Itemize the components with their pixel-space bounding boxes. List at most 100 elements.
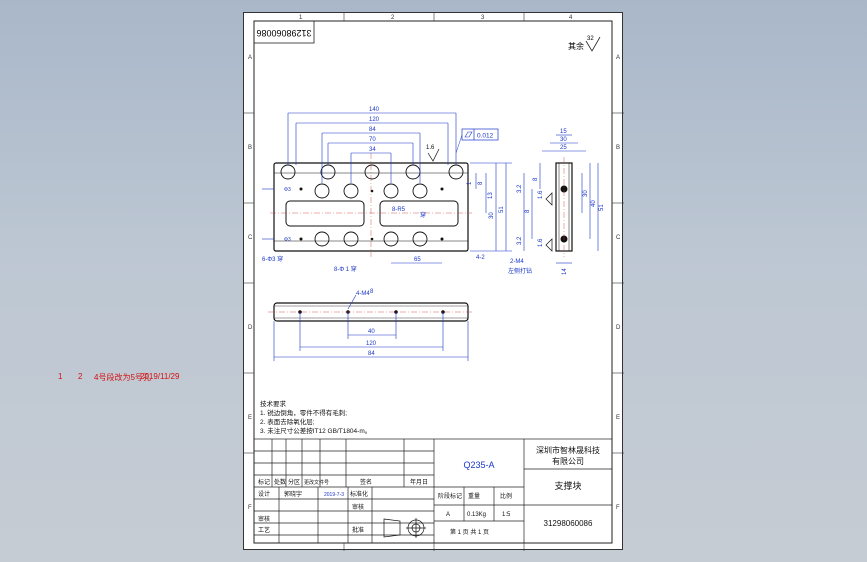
tb-check: 审核 xyxy=(352,503,364,511)
row-label-e-left: E xyxy=(248,415,252,421)
flatness-value: 0.012 xyxy=(477,133,494,140)
side-dim-8: 8 xyxy=(478,181,484,185)
tb-sheet-info: 第 1 页 共 1 页 xyxy=(450,528,489,536)
revision-stamp-1: 1 xyxy=(58,372,63,381)
front-roughness-value: 1.6 xyxy=(426,145,435,151)
front-view-dimensions xyxy=(262,112,512,264)
side-view-dimensions xyxy=(523,134,599,264)
angle-note: 8-Φ 1 穿 xyxy=(334,265,357,273)
dim-84: 84 xyxy=(369,127,376,133)
side-bottom-note2: 左侧打钻 xyxy=(508,267,532,275)
title-block-labels: 标记 处数 分区 更改文件号 签名 年月日 设计 郭晓宇 2019-7-3 标准… xyxy=(258,478,512,536)
flatness-tolerance: 0.012 xyxy=(455,128,499,154)
front-view-centerlines xyxy=(270,153,472,257)
tb-change-doc: 更改文件号 xyxy=(304,479,329,486)
side-dim-top-30: 30 xyxy=(560,137,567,143)
tb-company-line2: 有限公司 xyxy=(552,456,584,466)
rotated-number-box xyxy=(253,20,315,44)
roughness-symbol xyxy=(585,36,601,52)
tb-approve: 批准 xyxy=(352,526,364,534)
tb-review: 审核 xyxy=(258,515,270,523)
row-label-e-right: E xyxy=(616,415,620,421)
side-roughness-2: 1.6 xyxy=(538,238,544,247)
top-view-dim-texts: 4-M4 8 40 120 84 xyxy=(356,289,377,357)
roughness-label: 其余 xyxy=(568,41,584,51)
dim-70: 70 xyxy=(369,137,376,143)
dim-140: 140 xyxy=(369,107,380,113)
col-label-1: 1 xyxy=(299,15,303,21)
row-label-d-left: D xyxy=(248,325,253,331)
tb-company-line1: 深圳市智林晟科技 xyxy=(536,445,600,455)
top-dim-120: 120 xyxy=(366,341,377,347)
tb-weight-value: 0.13Kg xyxy=(467,512,486,518)
tb-zone: 分区 xyxy=(288,478,300,486)
row-label-a-left: A xyxy=(248,55,252,61)
tb-part-name: 支撑块 xyxy=(554,480,581,491)
side-right-dim-51: 51 xyxy=(599,204,605,211)
side-right-dim-40: 40 xyxy=(591,200,597,207)
dim-34: 34 xyxy=(369,147,376,153)
row-label-c-left: C xyxy=(248,235,253,241)
side-left-dim-1: 8 xyxy=(533,177,539,181)
hole-note: 6-Φ3 穿 xyxy=(262,255,283,263)
dim-65: 65 xyxy=(414,257,421,263)
tb-count: 处数 xyxy=(274,478,286,486)
top-view-dimensions xyxy=(273,294,469,361)
tb-material: Q235-A xyxy=(463,460,494,470)
row-label-b-right: B xyxy=(616,145,620,151)
side-bottom-note: 2-M4 xyxy=(510,259,524,265)
side-left-dim-2: 8 xyxy=(525,209,531,213)
tb-stage-value: A xyxy=(446,512,450,518)
col-label-3: 3 xyxy=(481,15,485,21)
tb-standardize: 标准化 xyxy=(350,490,368,498)
side-right-dim-30: 30 xyxy=(583,190,589,197)
slot-note: 8-R5 xyxy=(392,207,406,213)
col-label-4: 4 xyxy=(569,15,573,21)
col-label-2: 2 xyxy=(391,15,395,21)
front-view-small-holes xyxy=(299,187,444,241)
side-view xyxy=(545,162,573,252)
tb-mark: 标记 xyxy=(258,478,270,486)
side-view-dim-texts: 15 30 25 8 8 3.2 3.2 30 40 51 1.6 1.6 2-… xyxy=(508,129,605,275)
side-left-dim-3: 3.2 xyxy=(517,184,523,193)
tech-note-2: 2. 表面去除氧化层; xyxy=(260,417,315,426)
top-dim-small: 8 xyxy=(370,289,374,295)
tb-process: 工艺 xyxy=(258,526,270,534)
tb-scale-value: 1:5 xyxy=(502,512,511,518)
side-dim-top-15: 15 xyxy=(560,129,567,135)
side-dim-13: 13 xyxy=(488,192,494,199)
tb-drawing-number: 31298060086 xyxy=(544,519,593,528)
zone-markers xyxy=(244,13,624,551)
roughness-value: 32 xyxy=(587,36,594,42)
side-dim-1: 1 xyxy=(467,181,473,185)
projection-symbol-icon xyxy=(383,518,426,538)
top-dim-84: 84 xyxy=(368,351,375,357)
hole-mark-upper: Φ3 xyxy=(284,187,291,193)
row-label-f-left: F xyxy=(248,505,252,511)
revision-stamp-3: 4号段改为5号孔 xyxy=(94,373,151,382)
side-dim-top-25: 25 xyxy=(560,145,567,151)
row-label-f-right: F xyxy=(616,505,620,511)
front-view-dim-texts: 140 120 84 70 34 1 8 13 30 51 65 8-R5 穿 … xyxy=(262,107,505,273)
revision-stamp-4: 2019/11/29 xyxy=(140,372,180,381)
hole-mark-lower: Φ3 xyxy=(284,237,291,243)
row-label-d-right: D xyxy=(616,325,621,331)
front-roughness: 1.6 xyxy=(426,145,440,162)
tb-date: 年月日 xyxy=(410,478,428,486)
row-label-a-right: A xyxy=(616,55,620,61)
side-dim-51: 51 xyxy=(499,206,505,213)
side-roughness-1: 1.6 xyxy=(538,190,544,199)
chamfer-note: 4-2 xyxy=(476,255,485,261)
drawing-sheet: A B C D E F A B C D E F 1 2 3 4 31298060… xyxy=(243,12,624,551)
tb-sign: 签名 xyxy=(360,478,372,486)
tb-designer-date: 2019-7-3 xyxy=(324,492,344,498)
row-label-c-right: C xyxy=(616,235,621,241)
top-dim-40: 40 xyxy=(368,329,375,335)
row-label-b-left: B xyxy=(248,145,252,151)
tb-stage-label: 阶段标记 xyxy=(438,492,462,500)
title-block xyxy=(253,438,613,544)
tb-designer-name: 郭晓宇 xyxy=(284,490,302,498)
side-dim-30: 30 xyxy=(489,212,495,219)
top-dim-note: 4-M4 xyxy=(356,291,370,297)
engineering-drawing: A B C D E F A B C D E F 1 2 3 4 31298060… xyxy=(244,13,624,551)
